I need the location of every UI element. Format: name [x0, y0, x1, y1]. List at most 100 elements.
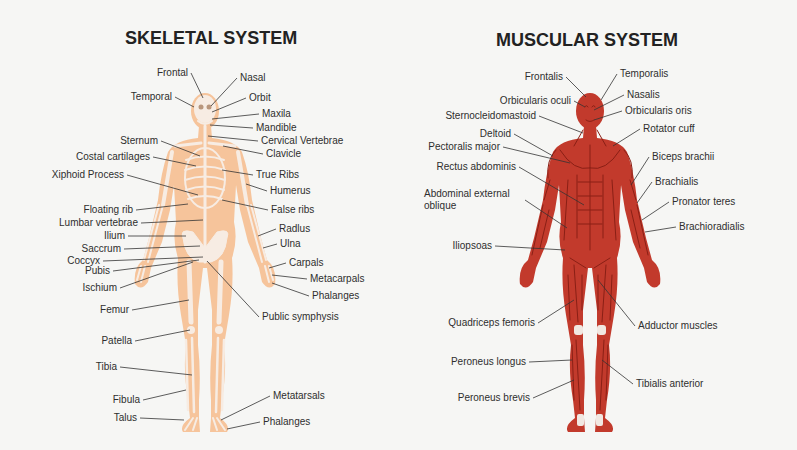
leader-line — [525, 200, 567, 228]
part-label: Ilium — [104, 230, 125, 242]
leader-line — [533, 380, 574, 398]
tendon-highlights — [574, 325, 606, 426]
part-label: Rotator cuff — [643, 123, 695, 135]
leader-line — [574, 101, 585, 107]
part-label: Metacarpals — [310, 273, 364, 285]
part-label: Sternum — [120, 135, 158, 147]
leader-line — [211, 78, 237, 106]
part-label: Humerus — [270, 185, 311, 197]
leader-line — [143, 390, 186, 400]
part-label: Orbit — [249, 92, 271, 104]
part-label: Phalanges — [312, 290, 359, 302]
leader-line — [601, 74, 617, 100]
leader-line — [221, 396, 270, 420]
leader-line — [645, 227, 676, 232]
leader-line — [212, 98, 246, 112]
leader-line — [631, 157, 649, 185]
part-label: Pronator teres — [672, 196, 735, 208]
leader-line — [127, 175, 198, 195]
leader-line — [263, 244, 277, 248]
part-label: Floating rib — [84, 204, 133, 216]
part-label: Talus — [114, 412, 137, 424]
part-label: Brachioradialis — [679, 221, 745, 233]
part-label: Carpals — [289, 257, 323, 269]
leader-line — [495, 246, 565, 250]
leader-line — [642, 202, 669, 220]
leader-line — [223, 146, 263, 154]
part-label: Costal cartilages — [76, 151, 150, 163]
part-label: Biceps brachii — [652, 151, 714, 163]
leader-line — [269, 263, 286, 268]
leader-line — [120, 262, 193, 288]
leader-line — [210, 125, 253, 128]
part-label: Patella — [101, 335, 132, 347]
leader-line — [128, 236, 186, 237]
part-label: Metatarsals — [273, 390, 325, 402]
leader-line — [113, 260, 199, 271]
leader-line — [132, 300, 189, 310]
leader-line — [135, 330, 190, 341]
leader-line — [124, 246, 200, 249]
leader-line — [222, 170, 253, 175]
part-label: Iliopsoas — [453, 240, 492, 252]
leader-line — [208, 136, 258, 141]
part-label: Mandible — [256, 122, 297, 134]
leader-line — [598, 280, 635, 326]
leader-line — [272, 275, 307, 279]
part-label: Deltoid — [480, 128, 511, 140]
part-label: Quadriceps femoris — [448, 317, 535, 329]
part-label: Nasal — [240, 72, 266, 84]
part-label: Nasalis — [627, 89, 660, 101]
leader-line — [246, 184, 267, 191]
section-title: MUSCULAR SYSTEM — [496, 29, 678, 51]
part-label: Public symphysis — [262, 311, 339, 323]
part-label: Orbicularis oculi — [500, 95, 571, 107]
part-label: Tibialis anterior — [636, 378, 703, 390]
leader-line — [613, 129, 640, 146]
part-label: Clavicle — [266, 148, 301, 160]
part-label: Tibia — [96, 361, 117, 373]
leader-line — [161, 141, 200, 156]
part-label: Abdominal external oblique — [424, 188, 522, 212]
leader-line — [175, 97, 194, 107]
leader-line — [153, 157, 196, 166]
muscle-lines — [532, 106, 648, 411]
leader-line — [637, 182, 652, 203]
part-label: Frontalis — [525, 71, 563, 83]
leader-line — [136, 204, 188, 210]
part-label: Ulna — [280, 238, 301, 250]
leader-line — [503, 147, 570, 163]
part-label: Fibula — [113, 394, 140, 406]
leader-line — [594, 111, 622, 120]
part-label: True Ribs — [256, 169, 299, 181]
leader-line — [140, 418, 184, 420]
leader-line — [594, 95, 624, 110]
part-label: Ischium — [83, 282, 117, 294]
leader-line — [227, 422, 260, 429]
part-label: Xiphoid Process — [52, 169, 124, 181]
part-label: Cervical Vertebrae — [261, 135, 343, 147]
leader-line — [519, 167, 584, 205]
part-label: Lumbar vertebrae — [59, 217, 138, 229]
part-label: Femur — [100, 304, 129, 316]
leader-line — [566, 77, 586, 97]
part-label: Orbicularis oris — [625, 105, 692, 117]
leader-line — [272, 283, 309, 296]
part-label: Brachialis — [655, 176, 698, 188]
leader-line — [258, 229, 276, 236]
part-label: Rectus abdominis — [437, 161, 516, 173]
part-label: Saccrum — [82, 243, 121, 255]
leader-line — [191, 73, 203, 98]
part-label: Temporalis — [620, 68, 668, 80]
leader-line — [103, 257, 203, 261]
part-label: Adductor muscles — [638, 320, 717, 332]
leader-line — [538, 300, 574, 323]
leader-line — [207, 261, 259, 317]
leader-line — [514, 134, 553, 156]
leader-line — [141, 220, 203, 223]
part-label: Temporal — [131, 91, 172, 103]
part-label: Maxila — [262, 108, 291, 120]
part-label: Frontal — [157, 67, 188, 79]
part-label: Pubis — [85, 265, 110, 277]
